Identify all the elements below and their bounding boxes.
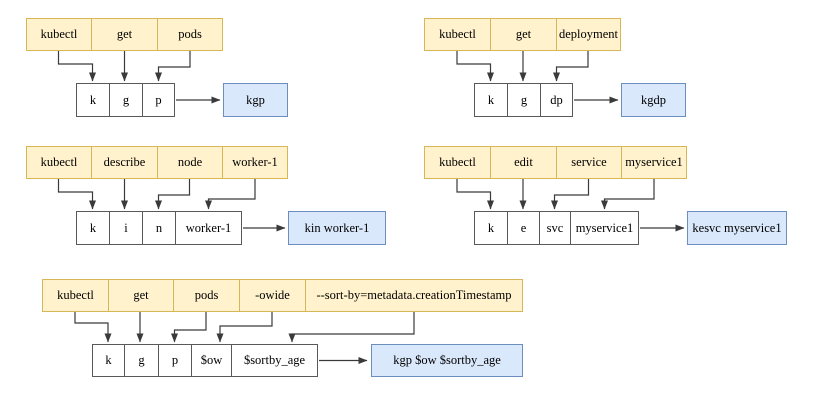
alias-token: worker-1 [185, 220, 232, 235]
flow-arrow [155, 51, 191, 82]
command-token: myservice1 [625, 155, 683, 169]
alias-row-kesvc: k e svc myservice1 [474, 211, 639, 245]
alias-token: n [143, 212, 176, 244]
command-token: kubectl [27, 147, 92, 178]
flow-arrow [57, 51, 96, 82]
flow-arrow [553, 51, 589, 82]
alias-row-kgp-sorted: k g p $ow $sortby_age [92, 344, 318, 377]
alias-token: g [125, 345, 159, 376]
command-token: pods [174, 280, 240, 311]
command-row-kgp: kubectl get pods [26, 18, 223, 51]
command-token: deployment [558, 27, 618, 41]
alias-token: p [155, 92, 162, 107]
alias-row-kgdp: k g dp [474, 83, 573, 117]
alias-token: p [159, 345, 192, 376]
command-token: describe [92, 147, 158, 178]
result-box-kgdp: kgdp [621, 83, 686, 117]
command-token: service [557, 147, 622, 178]
alias-row-kin: k i n worker-1 [76, 211, 242, 245]
alias-token: g [110, 84, 143, 116]
command-token: --sort-by=metadata.creationTimestamp [316, 288, 512, 302]
flow-arrow [456, 51, 494, 82]
command-token: kubectl [425, 19, 491, 50]
command-token: kubectl [43, 280, 109, 311]
command-token: get [109, 280, 174, 311]
command-token: kubectl [425, 147, 491, 178]
flow-arrow [551, 179, 590, 210]
alias-token: g [508, 84, 541, 116]
alias-token: k [93, 345, 125, 376]
alias-token: $sortby_age [243, 353, 306, 367]
flow-arrow [74, 312, 112, 343]
result-box-kin: kin worker-1 [288, 211, 386, 245]
alias-token: myservice1 [575, 220, 634, 235]
command-token: worker-1 [232, 155, 278, 169]
flow-arrow [288, 312, 415, 343]
result-box-kgp-sorted: kgp $ow $sortby_age [371, 344, 523, 377]
command-row-kgp-sorted: kubectl get pods -owide --sort-by=metada… [42, 279, 523, 312]
result-box-kesvc: kesvc myservice1 [687, 211, 787, 245]
alias-token: i [110, 212, 143, 244]
command-token: kubectl [27, 19, 92, 50]
alias-token: dp [550, 92, 563, 107]
command-token: get [92, 19, 158, 50]
command-token: pods [178, 27, 202, 41]
flow-arrow [456, 179, 494, 210]
command-row-kin: kubectl describe node worker-1 [26, 146, 288, 179]
alias-token: svc [540, 212, 571, 244]
alias-row-kgp: k g p [76, 83, 175, 117]
flow-arrow [57, 179, 96, 210]
flow-arrow [601, 179, 655, 210]
flow-arrow [205, 179, 256, 210]
alias-token: k [77, 84, 110, 116]
result-box-kgp: kgp [223, 83, 288, 117]
command-token: get [491, 19, 557, 50]
alias-token: e [508, 212, 540, 244]
flow-arrow [171, 312, 207, 343]
command-token: -owide [240, 280, 306, 311]
alias-token: $ow [192, 345, 232, 376]
command-token: node [158, 147, 223, 178]
alias-token: k [77, 212, 110, 244]
command-row-kesvc: kubectl edit service myservice1 [424, 146, 687, 179]
flow-arrow [155, 179, 191, 210]
alias-token: k [475, 84, 508, 116]
alias-token: k [475, 212, 508, 244]
flow-arrow [216, 312, 273, 343]
command-token: edit [491, 147, 557, 178]
command-row-kgdp: kubectl get deployment [424, 18, 621, 51]
